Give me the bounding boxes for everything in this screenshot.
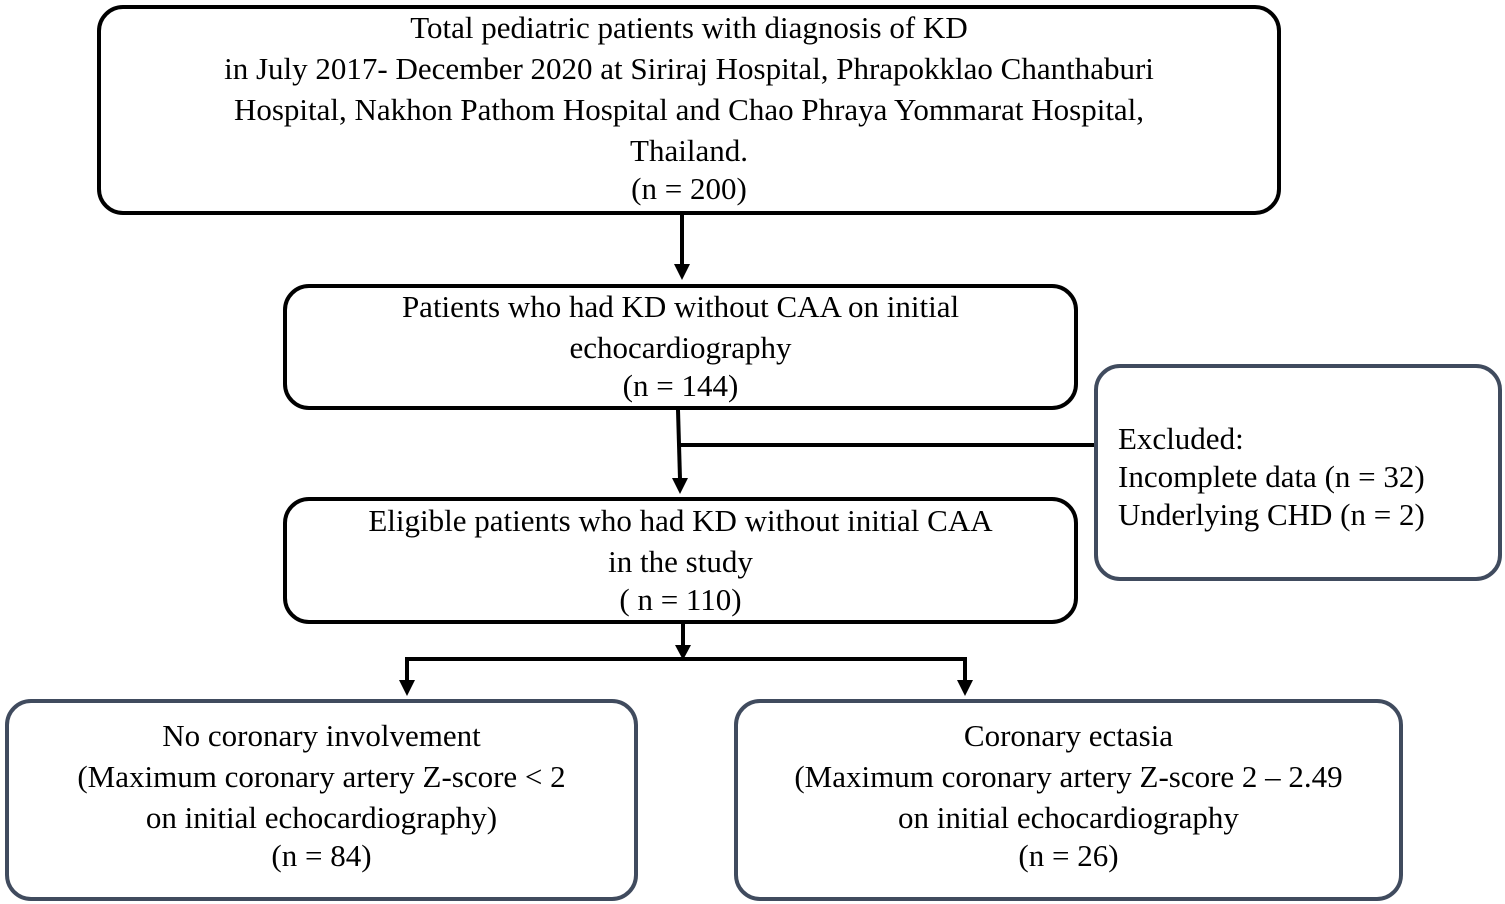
excluded-heading: Excluded:	[1118, 421, 1244, 456]
initial-line-2: echocardiography	[569, 330, 792, 365]
total-patients-box: Total pediatric patients with diagnosis …	[97, 5, 1281, 215]
initial-line-1: Patients who had KD without CAA on initi…	[401, 289, 960, 324]
eligible-line-1: Eligible patients who had KD without ini…	[368, 502, 993, 538]
ectasia-line-3: on initial echocardiography	[898, 799, 1239, 835]
no-coronary-line-3: on initial echocardiography)	[145, 799, 498, 835]
no-coronary-involvement-box: No coronary involvement (Maximum coronar…	[5, 699, 638, 901]
eligible-count: ( n = 110)	[619, 581, 742, 617]
excluded-underlying-chd: Underlying CHD (n = 2)	[1118, 497, 1425, 532]
total-line-4: Thailand.	[630, 133, 748, 168]
eligible-patients-box: Eligible patients who had KD without ini…	[283, 497, 1078, 624]
initial-count: (n = 144)	[622, 368, 739, 403]
kd-without-caa-box: Patients who had KD without CAA on initi…	[283, 284, 1078, 410]
arrowhead-total-to-initial	[674, 264, 690, 280]
ectasia-count: (n = 26)	[1018, 837, 1119, 873]
arrowhead-eligible-to-split	[675, 645, 691, 660]
coronary-ectasia-box: Coronary ectasia (Maximum coronary arter…	[734, 699, 1403, 901]
total-line-3: Hospital, Nakhon Pathom Hospital and Cha…	[233, 92, 1145, 127]
excluded-incomplete-data: Incomplete data (n = 32)	[1118, 459, 1425, 494]
total-count: (n = 200)	[631, 171, 747, 206]
ectasia-line-2: (Maximum coronary artery Z-score 2 – 2.4…	[794, 758, 1343, 794]
ectasia-line-1: Coronary ectasia	[963, 717, 1174, 753]
arrowhead-initial-to-eligible	[672, 478, 688, 494]
no-coronary-count: (n = 84)	[271, 837, 372, 873]
total-line-2: in July 2017- December 2020 at Siriraj H…	[224, 51, 1154, 86]
excluded-box: Excluded: Incomplete data (n = 32) Under…	[1094, 364, 1502, 581]
eligible-line-2: in the study	[608, 543, 753, 579]
arrowhead-split-to-ectasia	[957, 680, 973, 696]
no-coronary-line-2: (Maximum coronary artery Z-score < 2	[77, 758, 566, 794]
arrow-initial-to-eligible	[676, 409, 682, 480]
total-line-1: Total pediatric patients with diagnosis …	[410, 10, 968, 45]
no-coronary-line-1: No coronary involvement	[162, 717, 481, 753]
arrowhead-split-to-no-coronary	[399, 680, 415, 696]
